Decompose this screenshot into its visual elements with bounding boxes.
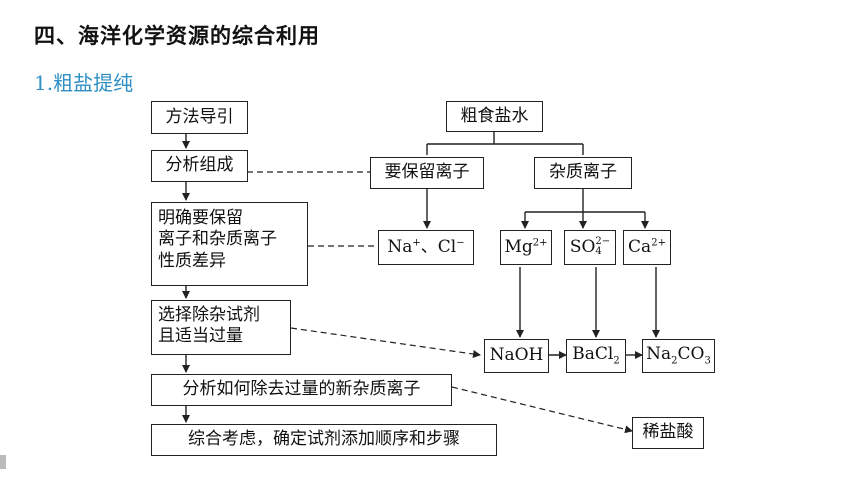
mg-ion-box: Mg2+ — [500, 230, 552, 265]
crude-brine-box: 粗食盐水 — [446, 101, 543, 132]
clarify-ions-box: 明确要保留 离子和杂质离子 性质差异 — [151, 202, 308, 286]
na2co3-box: Na2CO3 — [642, 339, 715, 373]
clarify-line-1: 明确要保留 — [158, 208, 243, 228]
analyze-composition-box: 分析组成 — [151, 150, 248, 182]
kept-ions-formula: Na+、Cl− — [387, 236, 465, 257]
dash-select-to-naoh — [290, 327, 481, 358]
select-line-2: 且适当过量 — [158, 326, 243, 347]
dash-excess-to-hcl — [451, 386, 633, 434]
select-line-1: 选择除杂试剂 — [158, 305, 260, 325]
dilute-hcl-label: 稀盐酸 — [642, 422, 694, 443]
na2co3-formula: Na2CO3 — [646, 344, 711, 367]
select-reagent-box: 选择除杂试剂 且适当过量 — [151, 300, 291, 355]
keep-ions-box: 要保留离子 — [370, 157, 484, 189]
clarify-line-2: 离子和杂质离子 — [158, 229, 277, 250]
ca-ion-formula: Ca2+ — [628, 236, 666, 257]
bacl2-formula: BaCl2 — [572, 344, 620, 367]
ca-ion-box: Ca2+ — [623, 230, 671, 265]
method-guide-box: 方法导引 — [151, 101, 248, 134]
analyze-excess-label: 分析如何除去过量的新杂质离子 — [182, 379, 421, 400]
method-guide-label: 方法导引 — [165, 106, 234, 127]
naoh-box: NaOH — [484, 339, 549, 373]
subsection-heading: 1.粗盐提纯 — [34, 71, 134, 95]
crude-brine-label: 粗食盐水 — [460, 105, 529, 126]
conclude-label: 综合考虑，确定试剂添加顺序和步骤 — [188, 429, 460, 450]
analyze-excess-box: 分析如何除去过量的新杂质离子 — [151, 374, 452, 406]
dilute-hcl-box: 稀盐酸 — [632, 417, 704, 449]
section-heading: 四、海洋化学资源的综合利用 — [34, 24, 320, 48]
conclude-box: 综合考虑，确定试剂添加顺序和步骤 — [151, 424, 497, 456]
analyze-composition-label: 分析组成 — [165, 155, 234, 176]
kept-ions-box: Na+、Cl− — [378, 230, 474, 265]
bacl2-box: BaCl2 — [566, 339, 626, 373]
impurity-ions-label: 杂质离子 — [549, 162, 617, 183]
slide-edge-mark — [0, 455, 6, 469]
mg-ion-formula: Mg2+ — [504, 236, 548, 257]
clarify-line-3: 性质差异 — [158, 250, 226, 271]
naoh-formula: NaOH — [489, 345, 544, 366]
impurity-ions-box: 杂质离子 — [534, 157, 632, 189]
keep-ions-label: 要保留离子 — [384, 162, 470, 183]
